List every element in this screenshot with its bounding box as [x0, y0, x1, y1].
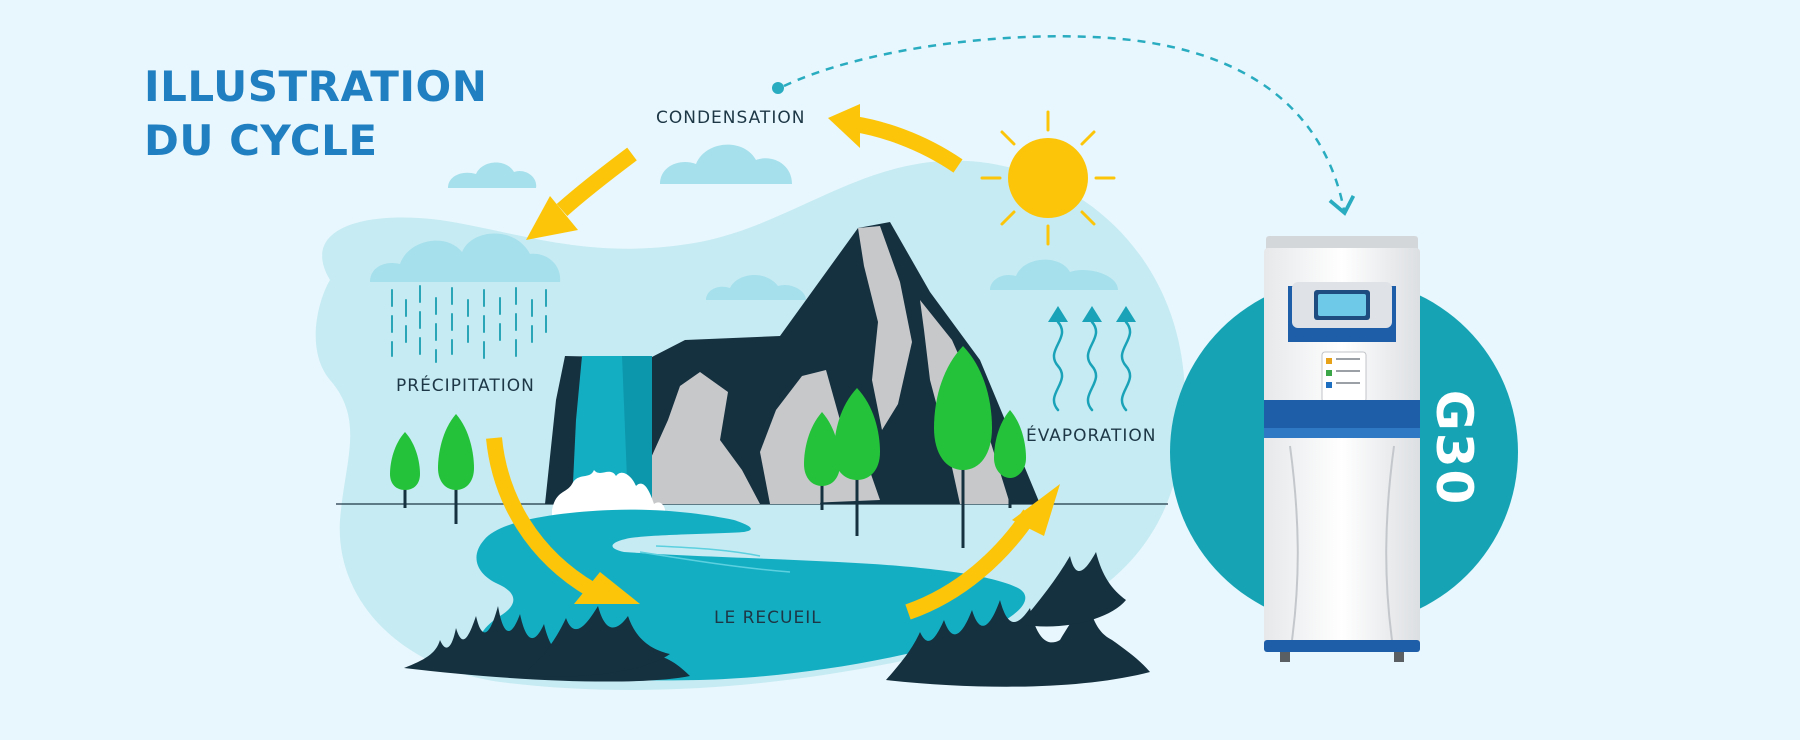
sun-icon — [980, 110, 1116, 246]
arrow-to-condensation — [852, 116, 963, 173]
dashed-path-origin — [772, 82, 784, 94]
label-collection: LE RECUEIL — [714, 608, 822, 628]
cloud-icon — [370, 144, 1118, 300]
label-precipitation: PRÉCIPITATION — [396, 376, 535, 396]
cycle-arrows — [486, 116, 1037, 620]
dashed-path — [783, 35, 1356, 216]
water-generator-icon — [1264, 236, 1420, 662]
arrow-to-collection — [486, 437, 597, 597]
arrow-to-evaporation — [905, 509, 1037, 620]
cycle-arrowheads — [526, 104, 1060, 604]
label-evaporation: ÉVAPORATION — [1026, 426, 1157, 446]
evaporation-arrowhead-icon — [1048, 306, 1136, 322]
label-condensation: CONDENSATION — [656, 108, 806, 128]
water-ripple-icon — [639, 545, 791, 573]
evaporation-waves-icon — [1052, 320, 1132, 412]
arrow-to-precipitation — [556, 147, 637, 216]
waterfall-icon — [552, 356, 666, 518]
device-model-label: G30 — [1425, 389, 1483, 507]
rain-icon — [391, 285, 547, 363]
page-title-line-2: DU CYCLE — [144, 116, 378, 165]
tree-icon — [390, 346, 1026, 548]
grass-icon — [404, 552, 1150, 687]
page-title-line-1: ILLUSTRATION — [144, 62, 488, 111]
